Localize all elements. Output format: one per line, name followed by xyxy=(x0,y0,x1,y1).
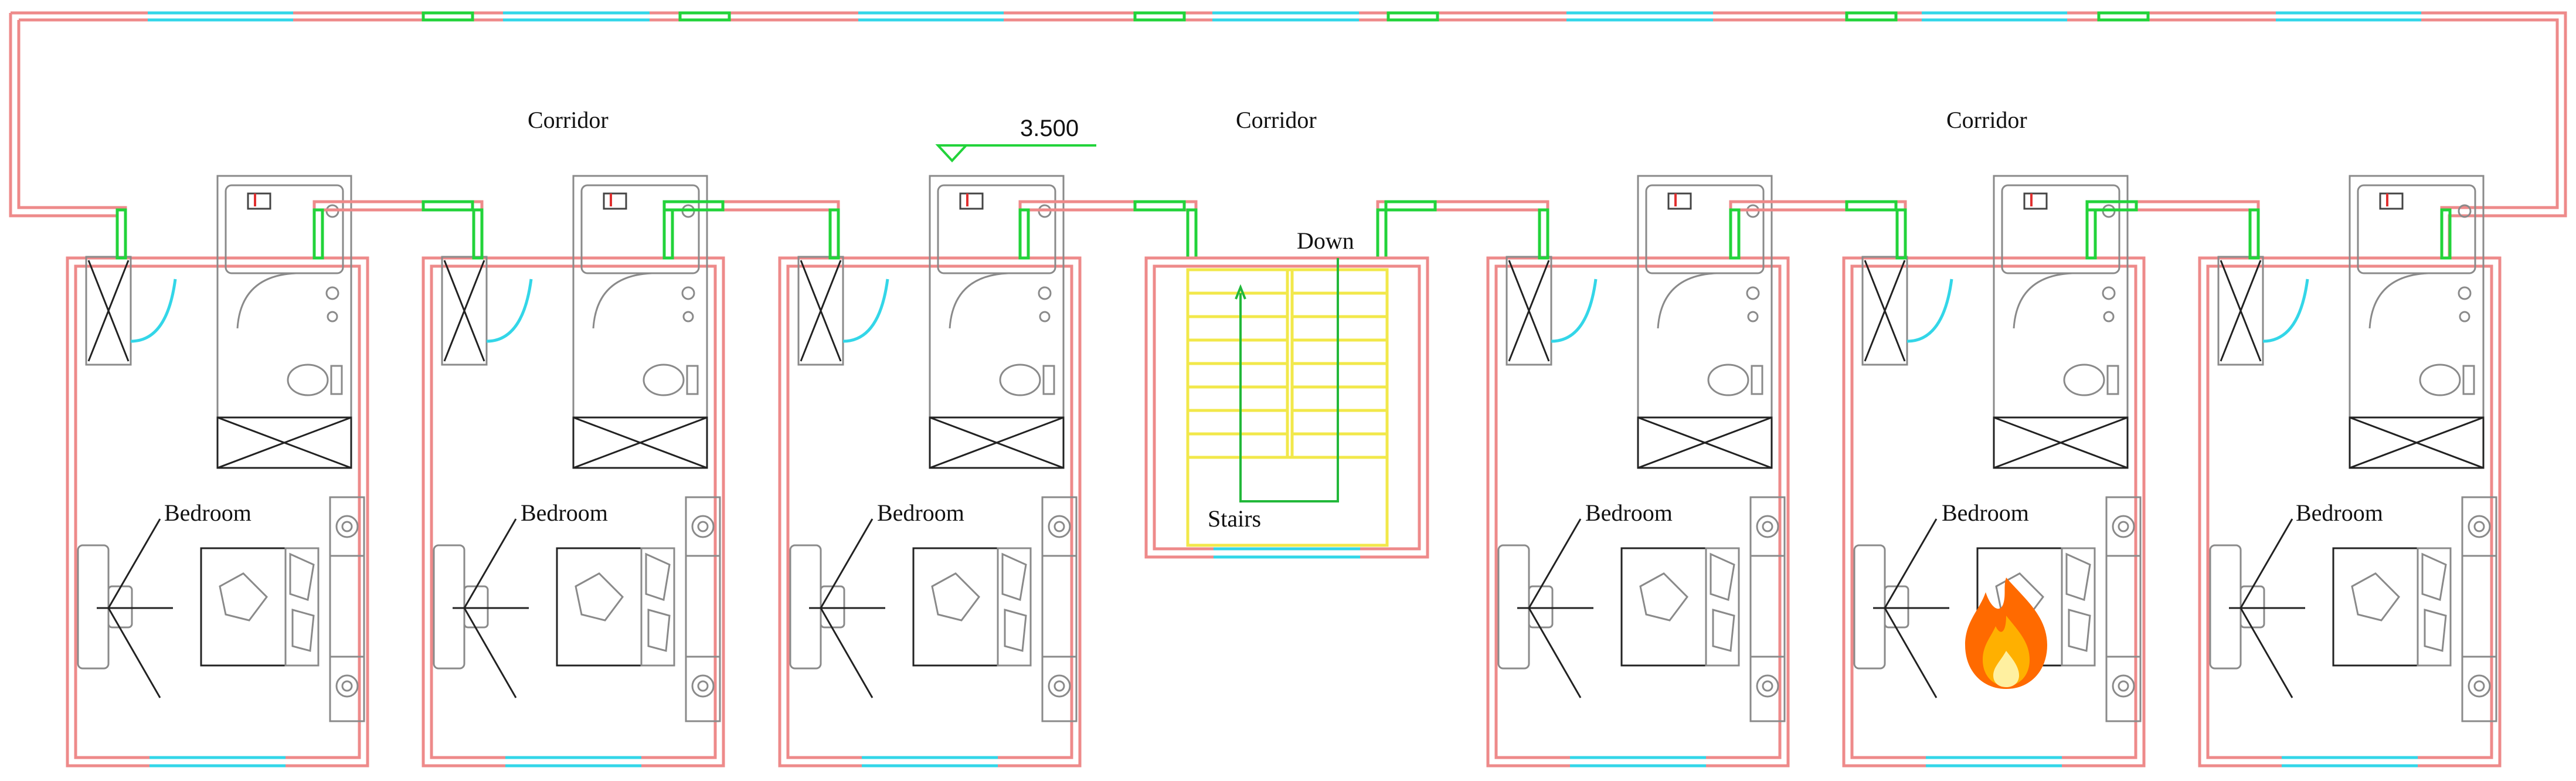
corridor-label-center: Corridor xyxy=(1236,107,1317,133)
elevation-value: 3.500 xyxy=(1020,116,1079,141)
bedroom-label-6: Bedroom xyxy=(2296,500,2383,526)
corridor-label-left: Corridor xyxy=(528,107,609,133)
stair-core xyxy=(1144,256,1429,559)
corridor-label-right: Corridor xyxy=(1946,107,2027,133)
stairs-down-label: Down xyxy=(1297,227,1354,254)
bedroom-label-2: Bedroom xyxy=(521,500,608,526)
bedroom-label-3: Bedroom xyxy=(877,500,964,526)
bedroom-label-5: Bedroom xyxy=(1942,500,2029,526)
bedroom-label-1: Bedroom xyxy=(164,500,252,526)
bedroom-label-4: Bedroom xyxy=(1585,500,1673,526)
elevation-marker: 3.500 xyxy=(935,116,1096,162)
fire-icon xyxy=(1965,578,2047,689)
stairs-label: Stairs xyxy=(1208,505,1261,532)
